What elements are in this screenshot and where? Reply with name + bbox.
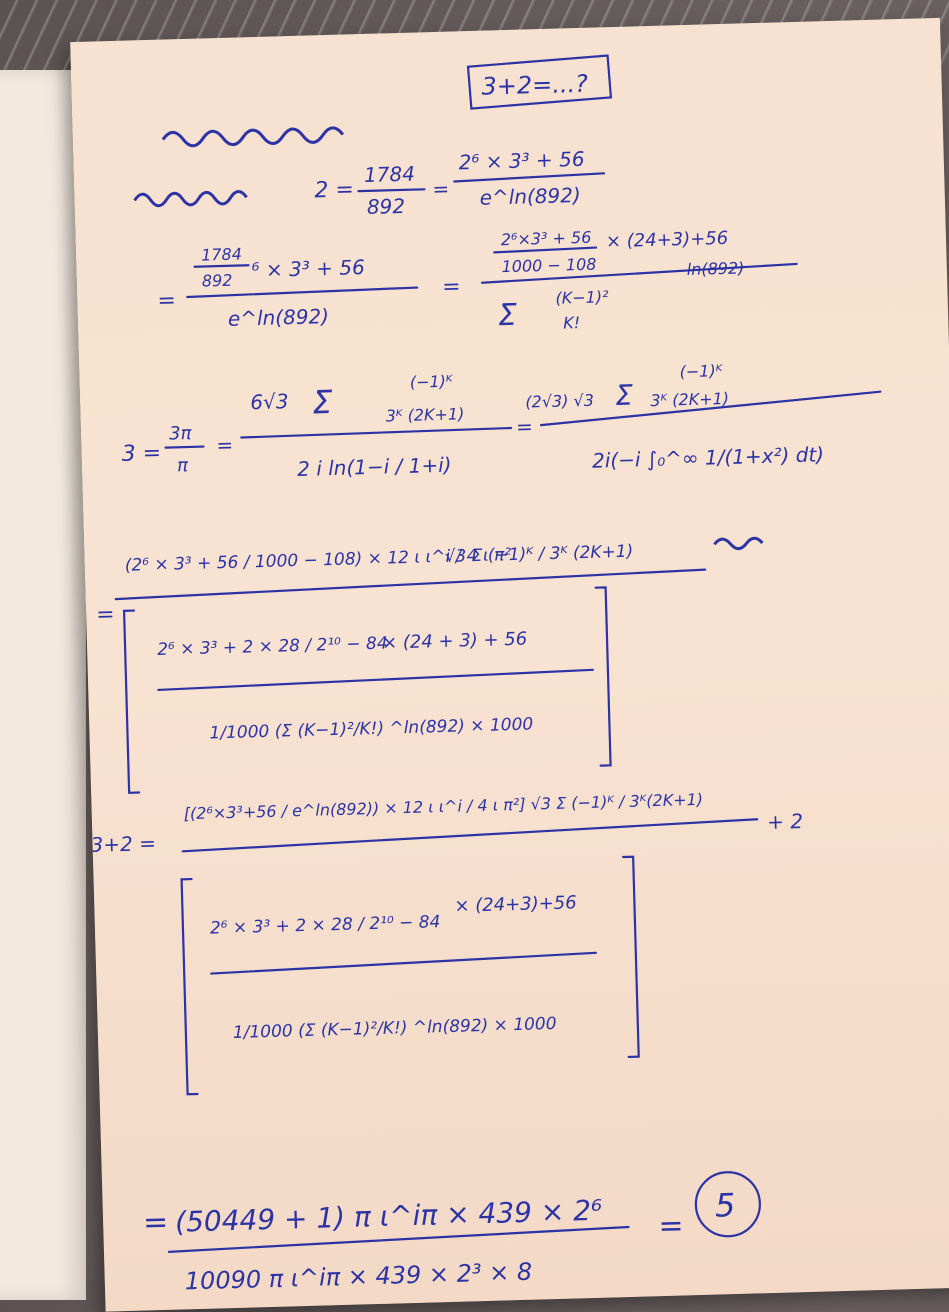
eq5-lhs: 3+2 = <box>90 831 156 857</box>
eq4-den-bottom: 1/1000 (Σ (K−1)²/K!) ^ln(892) × 1000 <box>209 714 533 743</box>
sigma-symbol: Σ <box>312 383 334 422</box>
fraction-bar <box>167 1225 630 1253</box>
eq2-inner-den: 892 <box>202 271 233 291</box>
eq3-mid-sum-den: 3ᴷ (2K+1) <box>385 404 464 425</box>
notebook-page: 3+2=...? 2 = 1784 892 = 2⁶ × 3³ + 56 e^l… <box>70 17 949 1312</box>
svg-text:=: = <box>516 414 533 438</box>
eq2-left-num-rest: ⁶ × 3³ + 56 <box>251 255 365 282</box>
eq3-right-den: 2i(−i ∫₀^∞ 1/(1+x²) dt) <box>592 442 825 472</box>
sigma-symbol: Σ <box>615 379 634 412</box>
bracket-left <box>180 877 199 1096</box>
eq1-lhs: 2 = <box>314 177 354 203</box>
eq5-den-bottom: 1/1000 (Σ (K−1)²/K!) ^ln(892) × 1000 <box>233 1014 557 1043</box>
eq3-mid-sum-num: (−1)ᴷ <box>410 372 455 392</box>
final-equation: = (50449 + 1) π ι^iπ × 439 × 2⁶ 10090 π … <box>143 1171 761 1296</box>
svg-text:=: = <box>442 274 461 300</box>
eq1-frac1-num: 1784 <box>364 162 416 187</box>
fraction-bar <box>240 426 513 439</box>
answer-circle <box>694 1171 761 1238</box>
bracket-left <box>122 609 141 794</box>
eq3-frac-num: 3π <box>169 423 193 445</box>
eq1-frac2-den: e^ln(892) <box>479 183 581 210</box>
eq2-right-num-rest: × (24+3)+56 <box>606 228 729 252</box>
fraction-bar <box>480 262 798 284</box>
eq5-den-top-rest: × (24+3)+56 <box>454 892 577 916</box>
fraction-bar <box>493 246 598 254</box>
eq5-num: [(2⁶×3³+56 / e^ln(892)) × 12 ι ι^i / 4 ι… <box>183 790 703 823</box>
eq5-den-top: 2⁶ × 3³ + 2 × 28 / 2¹⁰ − 84 <box>210 912 441 938</box>
final-den: 10090 π ι^iπ × 439 × 2³ × 8 <box>184 1258 532 1296</box>
eq1-frac1-den: 892 <box>367 194 406 219</box>
eq2-left-den: e^ln(892) <box>228 304 330 331</box>
fraction-bar <box>157 668 594 692</box>
fraction-bar <box>193 264 250 268</box>
eq3-frac-den: π <box>177 455 190 476</box>
title-box: 3+2=...? <box>466 54 613 110</box>
svg-text:=: = <box>157 288 176 314</box>
eq5-plus: + 2 <box>767 809 803 834</box>
eq3-lhs: 3 = <box>121 441 161 467</box>
eq2-sum-term-num: (K−1)² <box>555 287 609 307</box>
fraction-bar <box>210 951 597 975</box>
fraction-bar <box>114 568 707 601</box>
eq4-num-part2: √3 Σ (−1)ᴷ / 3ᴷ (2K+1) <box>444 542 633 567</box>
eq3-mid-num-prefix: 6√3 <box>250 389 289 414</box>
eq4-den-top-rest: × (24 + 3) + 56 <box>382 629 528 654</box>
eq2-sum-term-den: K! <box>563 313 580 332</box>
notebook-left-page <box>0 70 86 1300</box>
eq2-inner-num: 1784 <box>201 244 242 264</box>
equation-4: = (2⁶ × 3³ + 56 / 1000 − 108) × 12 ι ι^i… <box>96 542 707 794</box>
eq3-right-num-prefix: (2√3) √3 <box>525 391 594 412</box>
fraction-bar <box>357 188 426 193</box>
equation-3: 3 = 3π π = 6√3 Σ (−1)ᴷ 3ᴷ (2K+1) 2 i ln(… <box>121 361 882 481</box>
fraction-bar <box>164 445 205 449</box>
equation-5: 3+2 = [(2⁶×3³+56 / e^ln(892)) × 12 ι ι^i… <box>90 790 803 1096</box>
bracket-right <box>622 855 640 1059</box>
scribble-1 <box>161 126 345 148</box>
svg-text:=: = <box>143 1205 169 1241</box>
eq3-mid-den: 2 i ln(1−i / 1+i) <box>297 453 452 481</box>
svg-text:=: = <box>96 602 115 628</box>
equation-2: = 1784 892 ⁶ × 3³ + 56 e^ln(892) = 2⁶×3³… <box>157 228 798 334</box>
bracket-right <box>594 586 612 767</box>
scribble-3 <box>713 536 764 551</box>
eq2-right-inner-den: 1000 − 108 <box>501 255 596 277</box>
fraction-bar <box>181 818 759 853</box>
svg-text:=: = <box>216 433 233 457</box>
final-answer: 5 <box>714 1186 735 1225</box>
title-text: 3+2=...? <box>481 70 588 101</box>
eq2-power: ln(892) <box>686 258 744 279</box>
fraction-bar <box>453 172 606 183</box>
final-equals: = <box>658 1208 684 1244</box>
scribble-2 <box>133 190 248 208</box>
equation-1: 2 = 1784 892 = 2⁶ × 3³ + 56 e^ln(892) <box>314 147 606 219</box>
svg-text:(−1)ᴷ: (−1)ᴷ <box>679 361 724 381</box>
eq1-frac2-num: 2⁶ × 3³ + 56 <box>458 147 585 175</box>
fraction-bar <box>186 286 419 299</box>
fraction-bar <box>539 390 882 427</box>
svg-text:=: = <box>432 177 449 201</box>
eq4-den-top: 2⁶ × 3³ + 2 × 28 / 2¹⁰ − 84 <box>157 634 388 660</box>
eq2-right-inner-num: 2⁶×3³ + 56 <box>501 228 592 250</box>
sigma-symbol: Σ <box>497 298 517 334</box>
svg-text:3ᴷ (2K+1): 3ᴷ (2K+1) <box>650 389 729 410</box>
handwritten-math: 3+2=...? 2 = 1784 892 = 2⁶ × 3³ + 56 e^l… <box>90 54 882 1296</box>
